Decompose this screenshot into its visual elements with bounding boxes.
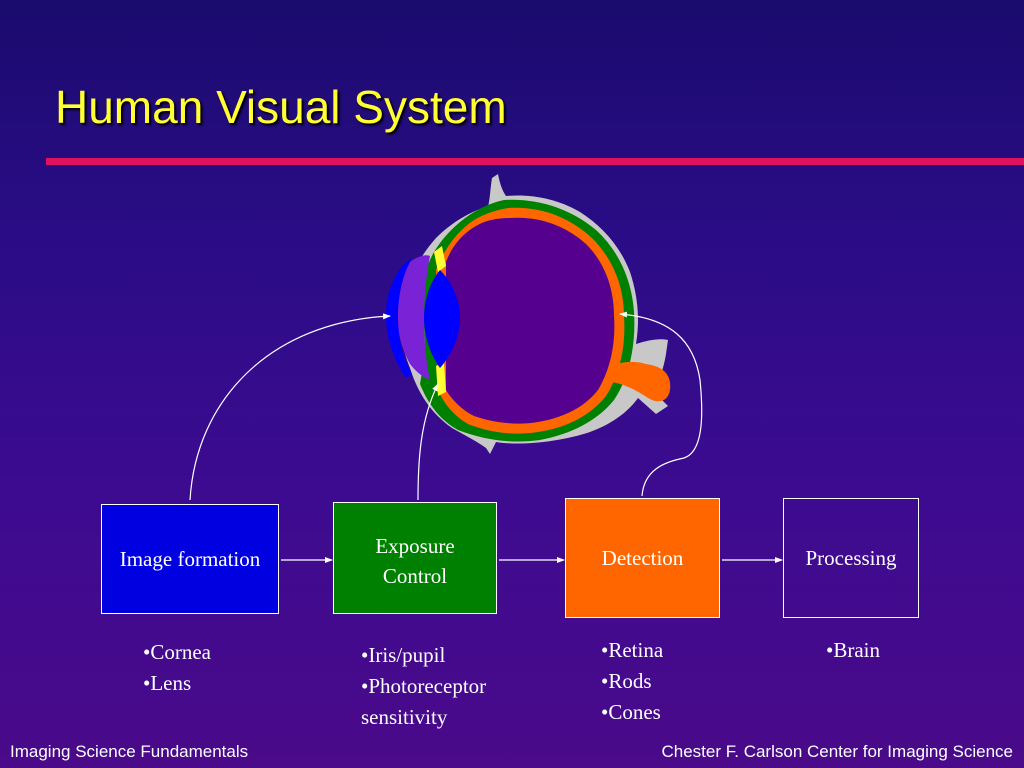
anterior-chamber bbox=[397, 255, 430, 380]
title-divider bbox=[46, 158, 1024, 165]
iris-top bbox=[434, 246, 446, 272]
list-item: •Retina bbox=[601, 638, 664, 662]
cornea bbox=[386, 258, 412, 378]
connector-cornea-lens bbox=[189, 313, 391, 501]
list-item: •Iris/pupil bbox=[361, 643, 446, 667]
connector-iris bbox=[417, 383, 439, 501]
stage-box-image-formation: Image formation bbox=[101, 504, 279, 614]
list-item: •Rods bbox=[601, 669, 652, 693]
stage-box-processing: Processing bbox=[783, 498, 919, 618]
list-item: •Photoreceptor bbox=[361, 674, 487, 698]
footer-course-title: Imaging Science Fundamentals bbox=[10, 742, 249, 761]
page-title: Human Visual System bbox=[55, 81, 507, 133]
stage-box-exposure-control: Exposure Control bbox=[333, 502, 497, 614]
stage-box-detection: Detection bbox=[565, 498, 720, 618]
stage-list-exposure-control: •Iris/pupil •Photoreceptor sensitivity bbox=[361, 640, 486, 733]
list-item: sensitivity bbox=[361, 705, 448, 729]
stage-label-processing: Processing bbox=[805, 546, 897, 570]
connector-retina bbox=[619, 311, 703, 497]
optic-nerve bbox=[608, 361, 671, 402]
stage-label-detection: Detection bbox=[601, 546, 684, 570]
stage-label-exposure-control: Exposure Control bbox=[375, 534, 455, 588]
lens bbox=[424, 270, 460, 368]
iris-bottom bbox=[436, 362, 446, 396]
stage-list-processing: •Brain bbox=[826, 635, 880, 666]
footer-institution: Chester F. Carlson Center for Imaging Sc… bbox=[661, 742, 1014, 761]
stage-list-image-formation: •Cornea •Lens bbox=[143, 637, 211, 699]
stage-label-image-formation: Image formation bbox=[119, 547, 261, 571]
list-item: •Brain bbox=[826, 638, 881, 662]
vitreous-body bbox=[446, 217, 615, 424]
list-item: •Cornea bbox=[143, 640, 211, 664]
stage-list-detection: •Retina •Rods •Cones bbox=[601, 635, 663, 728]
list-item: •Lens bbox=[143, 671, 192, 695]
list-item: •Cones bbox=[601, 700, 661, 724]
